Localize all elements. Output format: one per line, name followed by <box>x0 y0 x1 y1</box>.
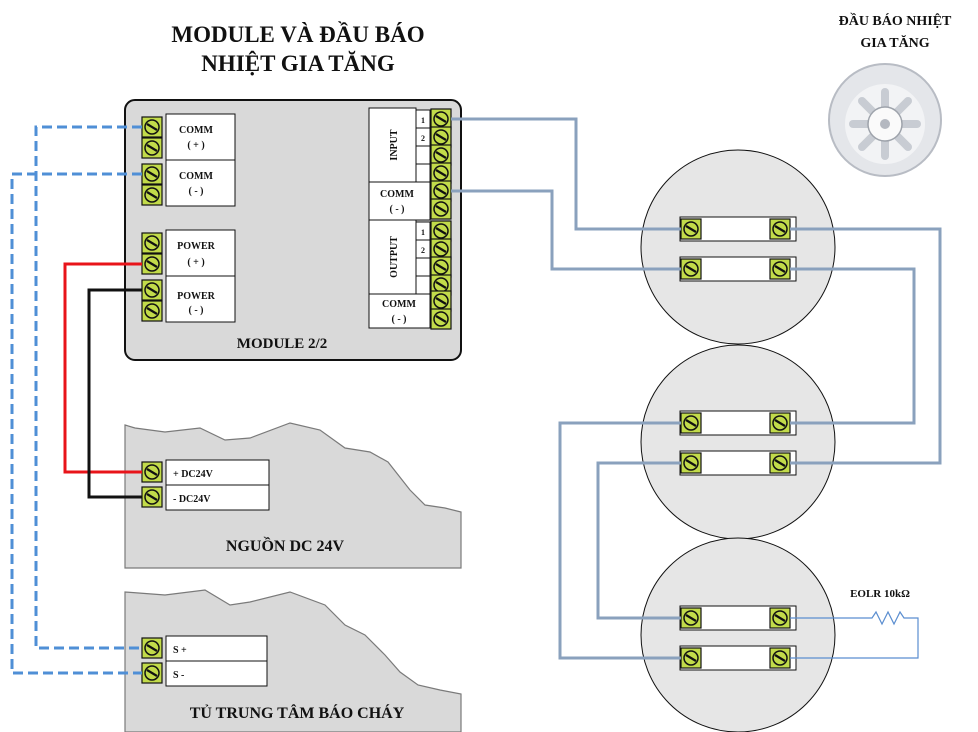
detector-caption-line1: ĐẦU BÁO NHIỆT <box>839 12 952 29</box>
output-pin1: 1 <box>421 228 425 237</box>
heat-detector-image <box>828 63 942 177</box>
input-pin2: 2 <box>421 134 425 143</box>
panel-name: TỦ TRUNG TÂM BÁO CHÁY <box>190 703 405 722</box>
comm-plus-label: COMM <box>179 125 213 136</box>
power-minus-sign: ( - ) <box>189 305 204 316</box>
comm-minus-label: COMM <box>179 171 213 182</box>
comm-right-sign: ( - ) <box>390 204 405 215</box>
comm-wires <box>10 125 142 675</box>
eol-resistor <box>790 610 919 659</box>
power-minus-label: POWER <box>177 291 216 302</box>
fire-alarm-control-panel <box>124 589 462 732</box>
detector-loop-wires <box>451 117 942 660</box>
psu-name: NGUỒN DC 24V <box>226 535 345 555</box>
comm-minus-sign: ( - ) <box>189 186 204 197</box>
diagram-title-line1: MODULE VÀ ĐẦU BÁO <box>171 21 424 47</box>
comm-right2-label: COMM <box>382 299 416 310</box>
power-positive-wire <box>63 262 142 474</box>
panel-s-plus: S + <box>173 645 187 656</box>
power-plus-sign: ( + ) <box>187 257 204 268</box>
psu-minus-label: - DC24V <box>173 494 211 505</box>
detector-caption-line2: GIA TĂNG <box>860 34 929 51</box>
comm-plus-sign: ( + ) <box>187 140 204 151</box>
psu-plus-label: + DC24V <box>173 469 214 480</box>
detector-base-terminals <box>679 216 797 671</box>
comm-right2-sign: ( - ) <box>392 314 407 325</box>
eolr-label: EOLR 10kΩ <box>850 588 910 600</box>
output-pin2: 2 <box>421 246 425 255</box>
power-negative-wire <box>87 288 142 499</box>
input-label: INPUT <box>389 129 400 160</box>
power-supply-unit <box>124 422 462 569</box>
module-right-terminals <box>429 107 453 331</box>
diagram-title-line2: NHIỆT GIA TĂNG <box>201 50 395 76</box>
detector-bases <box>640 149 836 732</box>
module-name: MODULE 2/2 <box>237 336 327 352</box>
panel-s-minus: S - <box>173 670 184 681</box>
input-pin1: 1 <box>421 116 425 125</box>
output-label: OUTPUT <box>389 236 400 278</box>
power-plus-label: POWER <box>177 241 216 252</box>
comm-right-label: COMM <box>380 189 414 200</box>
